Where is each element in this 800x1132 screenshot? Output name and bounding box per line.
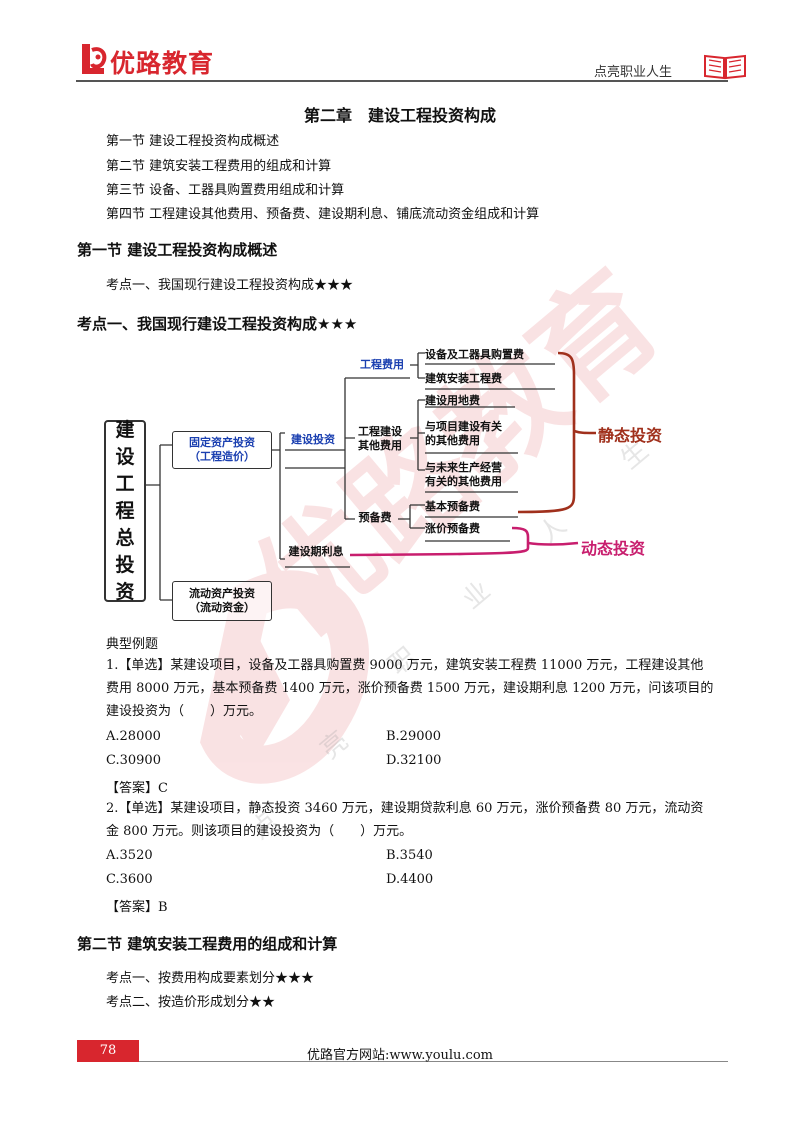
question-1-text: 1.【单选】某建设项目，设备及工器具购置费 9000 万元，建筑安装工程费 11…	[106, 654, 716, 723]
investment-structure-diagram: 建设工程总投资 固定资产投资 （工程造价） 流动资产投资 （流动资金） 建设投资…	[100, 345, 720, 621]
liquid-asset-label: 流动资产投资 （流动资金）	[189, 587, 255, 614]
land-fee-label: 建设用地费	[425, 394, 480, 407]
toc-item: 第三节 设备、工器具购置费用组成和计算	[106, 183, 345, 198]
q2-option-a: A.3520	[106, 848, 153, 863]
root-box: 建设工程总投资	[104, 419, 146, 603]
liquid-asset-box: 流动资产投资 （流动资金）	[172, 581, 272, 621]
footer-site-link[interactable]: 优路官方网站:www.youlu.com	[307, 1048, 493, 1063]
equipment-fee-label: 设备及工器具购置费	[425, 348, 524, 361]
question-2-body: 2.【单选】某建设项目，静态投资 3460 万元，建设期贷款利息 60 万元，涨…	[106, 801, 704, 839]
reserve-fee-label: 预备费	[358, 511, 392, 524]
fixed-asset-label: 固定资产投资 （工程造价）	[189, 436, 255, 463]
kaodian-line: 考点一、我国现行建设工程投资构成★★★	[106, 278, 354, 293]
q1-option-c: C.30900	[106, 753, 161, 768]
page-number: 78	[77, 1040, 139, 1062]
q2-option-c: C.3600	[106, 872, 153, 887]
kaodian-heading: 考点一、我国现行建设工程投资构成★★★	[77, 315, 358, 333]
kaodian-line: 考点一、按费用构成要素划分★★★	[106, 971, 315, 986]
question-1-body: 1.【单选】某建设项目，设备及工器具购置费 9000 万元，建筑安装工程费 11…	[106, 658, 714, 719]
engineering-fee-label: 工程费用	[360, 358, 404, 371]
q2-option-b: B.3540	[386, 848, 433, 863]
project-related-fee-label: 与项目建设有关 的其他费用	[425, 420, 502, 447]
kaodian-line: 考点二、按造价形成划分★★	[106, 995, 276, 1010]
chapter-title: 第二章 建设工程投资构成	[303, 106, 496, 125]
dynamic-investment-label: 动态投资	[581, 539, 646, 558]
q1-option-b: B.29000	[386, 729, 442, 744]
future-ops-fee-label: 与未来生产经营 有关的其他费用	[425, 461, 502, 488]
toc-item: 第四节 工程建设其他费用、预备费、建设期利息、铺底流动资金组成和计算	[106, 207, 540, 222]
section-title: 第二节 建筑安装工程费用的组成和计算	[77, 935, 338, 953]
toc-item: 第二节 建筑安装工程费用的组成和计算	[106, 159, 332, 174]
q1-option-d: D.32100	[386, 753, 442, 768]
construction-interest-label: 建设期利息	[288, 545, 344, 558]
header-tagline: 点亮职业人生	[594, 65, 673, 80]
logo-text: 优路教育	[110, 49, 215, 78]
section-title: 第一节 建设工程投资构成概述	[77, 241, 278, 259]
q2-answer: 【答案】B	[106, 900, 168, 915]
open-book-icon	[704, 54, 746, 80]
header-divider	[76, 80, 728, 82]
youlu-logo-icon	[82, 44, 107, 74]
basic-reserve-label: 基本预备费	[425, 500, 480, 513]
root-label: 建设工程总投资	[115, 418, 135, 603]
install-fee-label: 建筑安装工程费	[425, 372, 502, 385]
svg-text:亮: 亮	[315, 726, 354, 766]
examples-heading: 典型例题	[106, 637, 159, 652]
q1-answer: 【答案】C	[106, 781, 168, 796]
diagram-connectors	[145, 351, 597, 601]
static-investment-label: 静态投资	[598, 426, 663, 445]
fixed-asset-box: 固定资产投资 （工程造价）	[172, 431, 272, 469]
toc-item: 第一节 建设工程投资构成概述	[106, 134, 280, 149]
footer-divider	[139, 1061, 728, 1062]
construction-invest-label: 建设投资	[291, 433, 335, 446]
q2-option-d: D.4400	[386, 872, 434, 887]
other-fee-label: 工程建设 其他费用	[358, 425, 402, 452]
question-2-text: 2.【单选】某建设项目，静态投资 3460 万元，建设期贷款利息 60 万元，涨…	[106, 797, 716, 843]
price-reserve-label: 涨价预备费	[425, 522, 480, 535]
q1-option-a: A.28000	[106, 729, 161, 744]
